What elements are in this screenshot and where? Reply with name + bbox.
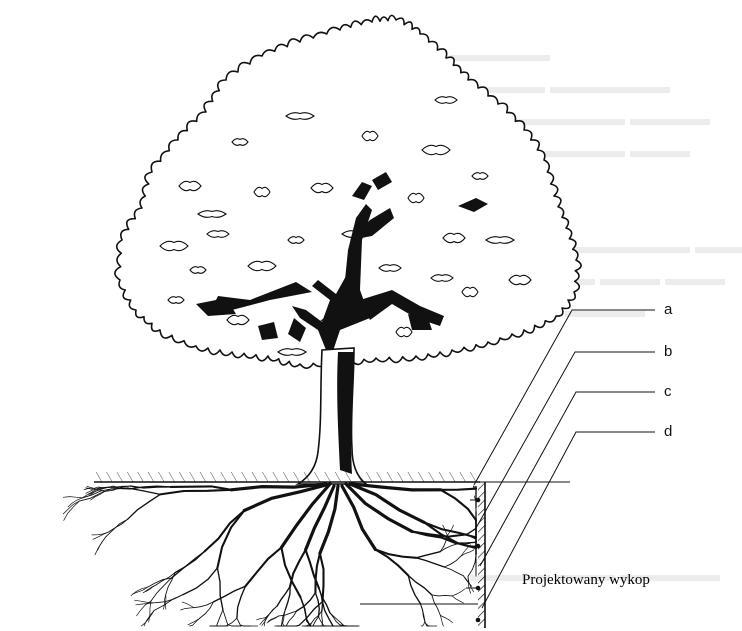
root-line: [281, 548, 300, 598]
leaf-cluster: [422, 145, 450, 154]
leaf-cluster: [462, 287, 478, 296]
root-line: [444, 556, 461, 567]
leaf-cluster: [248, 261, 276, 270]
root-line: [408, 576, 432, 595]
leaf-cluster: [396, 327, 412, 336]
root-line: [267, 616, 279, 623]
ground-surface: [94, 472, 570, 482]
leaf-cluster: [362, 131, 378, 140]
root-line: [135, 600, 156, 603]
leaf-cluster: [227, 315, 249, 324]
root-line: [182, 602, 194, 608]
root-line: [468, 554, 476, 576]
root-line: [181, 608, 194, 610]
root-line: [183, 568, 217, 595]
root-line: [452, 596, 464, 603]
leaf-cluster: [198, 211, 226, 218]
leaf-cluster: [435, 97, 457, 104]
root-line: [93, 532, 108, 539]
leaf-cluster: [472, 173, 488, 180]
leader-lines: [474, 310, 655, 608]
leaf-cluster: [286, 113, 314, 120]
leaf-cluster: [278, 349, 306, 356]
trench-wall: [360, 482, 485, 628]
root-line: [149, 601, 151, 622]
leaf-cluster: [160, 241, 188, 250]
leaf-cluster: [408, 193, 424, 202]
leaf-cluster: [232, 139, 248, 146]
root-line: [128, 494, 161, 519]
root-line: [171, 552, 204, 579]
leader-line-c: [480, 392, 655, 566]
root-line: [281, 623, 282, 627]
leaf-cluster: [486, 237, 514, 244]
root-line: [133, 587, 148, 594]
root-line: [245, 548, 281, 587]
leaf-cluster: [168, 297, 184, 304]
excavation-caption: Projektowany wykop: [522, 572, 650, 589]
root-line: [199, 602, 213, 619]
label-b: b: [664, 344, 672, 359]
root-line: [408, 576, 420, 604]
root-line: [441, 489, 476, 490]
root-line: [63, 497, 82, 498]
root-line: [237, 618, 246, 626]
root-line: [215, 610, 223, 626]
root-line: [160, 490, 231, 495]
leaf-cluster: [254, 187, 270, 196]
leader-line-b: [476, 352, 655, 528]
label-c: c: [664, 384, 672, 399]
root-line: [452, 589, 465, 596]
leaf-cluster: [509, 275, 531, 284]
root-line: [95, 537, 106, 555]
root-line: [420, 604, 425, 623]
root-line: [79, 489, 111, 501]
root-line: [266, 606, 277, 618]
leaf-cluster: [443, 233, 465, 242]
leaf-cluster: [207, 231, 229, 238]
root-line: [315, 593, 319, 617]
leaf-cluster: [179, 181, 201, 190]
root-line: [111, 488, 160, 494]
leaf-cluster: [288, 237, 304, 244]
root-line: [432, 595, 452, 596]
root-line: [421, 622, 425, 627]
root-line: [319, 617, 328, 626]
root-line: [217, 511, 244, 568]
root-line: [441, 490, 476, 520]
leaf-cluster: [311, 183, 333, 192]
root-line: [416, 558, 444, 567]
leaf-cluster: [190, 267, 206, 274]
root-line: [444, 567, 463, 576]
leaf-cluster: [379, 265, 401, 272]
root-line: [346, 484, 412, 532]
root-line: [237, 586, 246, 618]
label-d: d: [664, 424, 672, 439]
root-line: [217, 568, 223, 610]
leaf-cluster: [431, 275, 453, 282]
label-a: a: [664, 302, 672, 317]
root-line: [108, 519, 128, 532]
root-line: [288, 625, 299, 626]
root-line: [290, 550, 306, 586]
root-line: [375, 550, 408, 576]
root-line: [220, 618, 237, 626]
root-system: [63, 484, 476, 626]
root-line: [416, 552, 440, 558]
root-line: [463, 576, 471, 586]
root-line: [432, 595, 441, 616]
